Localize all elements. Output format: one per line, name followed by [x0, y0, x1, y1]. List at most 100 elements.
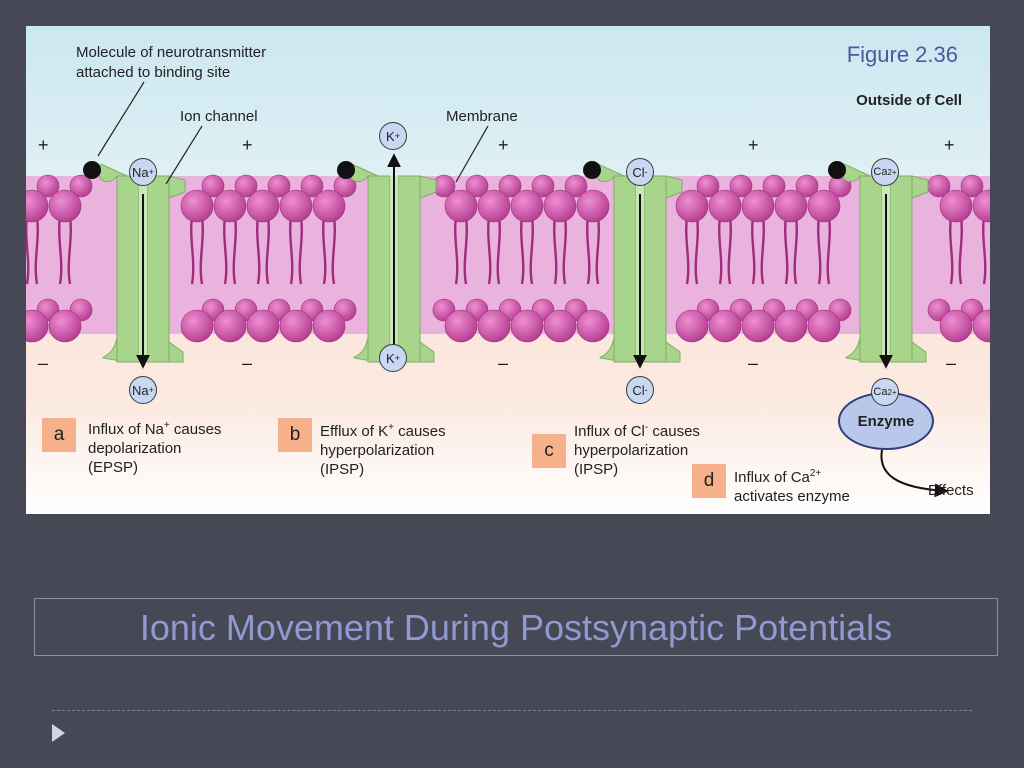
lipid-tail	[826, 215, 831, 285]
negative-sign: –	[498, 353, 509, 373]
lipid-tail	[199, 215, 204, 285]
panel-letter-a: a	[42, 418, 76, 452]
lipid-head	[477, 189, 511, 223]
ion-channel	[98, 163, 186, 363]
lipid-tail	[586, 215, 591, 285]
lipid-head	[741, 309, 775, 343]
channel-wall-left	[859, 175, 883, 363]
cl-ion-outside: Cl-	[626, 158, 654, 186]
negative-sign: –	[242, 353, 253, 373]
neurotransmitter-leader	[97, 81, 145, 157]
lipid-head	[675, 189, 709, 223]
lipid-head	[543, 189, 577, 223]
lipid-head	[576, 189, 610, 223]
panel-letter-d: d	[692, 464, 726, 498]
lipid-tail	[553, 215, 558, 285]
lipid-tail	[322, 215, 327, 285]
effects-arrow	[880, 449, 949, 498]
lipid-head	[36, 174, 60, 198]
panel-letter-b: b	[278, 418, 312, 452]
ion-channel-label: Ion channel	[180, 108, 258, 125]
lipid-head	[708, 309, 742, 343]
lipid-head	[312, 309, 346, 343]
figure-number: Figure 2.36	[846, 42, 958, 67]
lipid-head	[465, 174, 489, 198]
channel-lip-right	[911, 175, 929, 363]
negative-sign: –	[946, 353, 957, 373]
k-ion-outside: K+	[379, 122, 407, 150]
caption-c: Influx of Cl- causes hyperpolarization (…	[574, 422, 700, 478]
lipid-tail	[496, 215, 501, 285]
lipid-head	[774, 309, 808, 343]
neurotransmitter-dot	[83, 161, 101, 179]
lipid-head	[246, 309, 280, 343]
lipid-head	[510, 189, 544, 223]
lipid-tail	[223, 215, 228, 285]
negative-sign: –	[748, 353, 759, 373]
lipid-tail	[817, 215, 822, 285]
membrane-label: Membrane	[446, 108, 518, 125]
channel-lip-right	[665, 175, 683, 363]
lipid-head	[543, 309, 577, 343]
lipid-head	[300, 174, 324, 198]
cl-ion-inside: Cl-	[626, 376, 654, 404]
lipid-head	[234, 174, 258, 198]
membrane-diagram	[26, 26, 990, 514]
neurotransmitter-molecules	[83, 161, 846, 179]
figure-panel: Figure 2.36 Outside of Cell Molecule of …	[26, 26, 990, 514]
lipid-head	[246, 189, 280, 223]
lipid-tail	[595, 215, 600, 285]
lipid-head	[729, 174, 753, 198]
lipid-tail	[562, 215, 567, 285]
channel-wall-right	[397, 175, 421, 363]
neurotransmitter-label-line1: Molecule of neurotransmitter	[76, 44, 267, 61]
neurotransmitter-dot	[583, 161, 601, 179]
slide-title: Ionic Movement During Postsynaptic Poten…	[139, 607, 893, 648]
lipid-tail	[232, 215, 237, 285]
lipid-head	[213, 309, 247, 343]
negative-sign: –	[38, 353, 49, 373]
channel-wall-right	[889, 175, 913, 363]
lipid-head	[960, 174, 984, 198]
lipid-head	[279, 189, 313, 223]
lipid-head	[26, 189, 49, 223]
lipid-tail	[289, 215, 294, 285]
lipid-head	[477, 309, 511, 343]
lipid-head	[48, 189, 82, 223]
positive-sign: +	[944, 135, 955, 155]
lipid-head	[762, 174, 786, 198]
lipid-tail	[958, 215, 963, 285]
neurotransmitter-dot	[828, 161, 846, 179]
channel-wall-right	[146, 175, 170, 363]
lipid-head	[972, 189, 990, 223]
lipid-tail	[949, 215, 954, 285]
lipid-tail	[982, 215, 987, 285]
positive-sign: +	[498, 135, 509, 155]
lipid-tail	[793, 215, 798, 285]
outside-of-cell-label: Outside of Cell	[856, 92, 962, 109]
channel-wall-right	[643, 175, 667, 363]
neurotransmitter-dot	[337, 161, 355, 179]
lipid-head	[708, 189, 742, 223]
na-ion-inside: Na+	[129, 376, 157, 404]
lipid-head	[279, 309, 313, 343]
lipid-head	[696, 174, 720, 198]
lipid-tail	[331, 215, 336, 285]
footer-divider	[52, 710, 972, 711]
lipid-tail	[454, 215, 459, 285]
membrane-leader	[455, 125, 489, 183]
lipid-head	[69, 174, 93, 198]
positive-sign: +	[242, 135, 253, 155]
lipid-head	[201, 174, 225, 198]
lipid-tails	[26, 215, 987, 285]
k-ion-inside: K+	[379, 344, 407, 372]
panel-letter-c: c	[532, 434, 566, 468]
lipid-tail	[529, 215, 534, 285]
lipid-tail	[520, 215, 525, 285]
lipid-tail	[784, 215, 789, 285]
lipid-head	[180, 309, 214, 343]
lipid-head	[939, 189, 973, 223]
lipid-tail	[265, 215, 270, 285]
